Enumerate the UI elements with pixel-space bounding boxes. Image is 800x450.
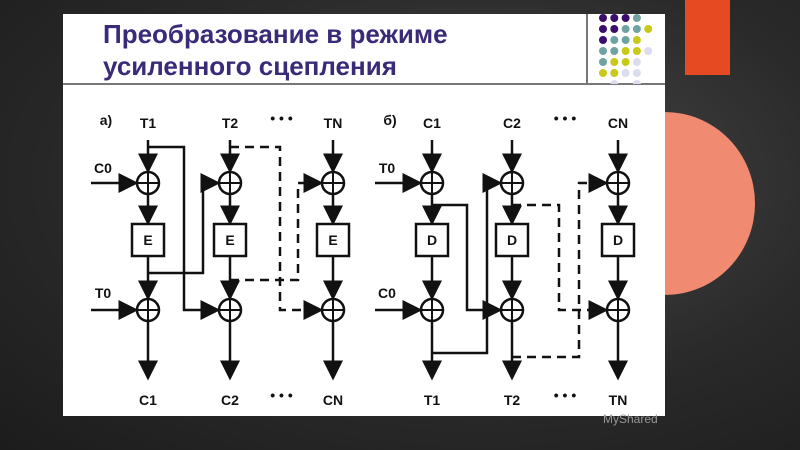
output-label: T2: [504, 392, 521, 408]
decor-dot: [632, 58, 641, 66]
xor-cross: [607, 172, 629, 194]
top-input-label: TN: [324, 115, 343, 131]
signal-line: [148, 145, 221, 320]
top-input-label: CN: [608, 115, 628, 131]
decor-dot: [599, 25, 607, 33]
decor-dot: [599, 69, 607, 77]
ellipsis: • • •: [554, 110, 577, 126]
xor-cross: [322, 172, 344, 194]
decor-dot: [599, 58, 607, 66]
ellipsis: • • •: [270, 387, 293, 403]
left-input-label: T0: [379, 160, 396, 176]
xor-cross: [501, 299, 523, 321]
decor-dot: [621, 47, 630, 55]
decor-dot: [621, 36, 630, 44]
decor-dot: [644, 25, 653, 33]
corner-divider: [586, 14, 588, 85]
decor-dot: [610, 58, 619, 66]
output-label: T1: [424, 392, 441, 408]
signal-line: [512, 173, 609, 359]
top-input-label: T1: [140, 115, 157, 131]
slide-title: Преобразование в режиме усиленного сцепл…: [103, 19, 448, 81]
cipher-block: [130, 222, 166, 258]
top-input-label: C2: [503, 115, 521, 131]
decor-dot: [621, 14, 630, 22]
decor-dot: [599, 36, 607, 44]
xor-cross: [322, 299, 344, 321]
slide: Преобразование в режиме усиленного сцепл…: [63, 14, 665, 426]
diagram-label: а): [100, 112, 112, 128]
decor-dot: [644, 47, 653, 55]
block-label: D: [507, 232, 517, 248]
signal-line: [148, 173, 221, 275]
xor-cross: [137, 299, 159, 321]
decor-dot: [632, 14, 641, 22]
decor-dot: [610, 69, 619, 77]
xor-cross: [137, 172, 159, 194]
output-label: C1: [139, 392, 157, 408]
decor-dot: [632, 47, 641, 55]
xor-cross: [501, 172, 523, 194]
xor-cross: [421, 172, 443, 194]
left-input-label: T0: [95, 285, 112, 301]
block-label: E: [143, 232, 152, 248]
block-label: E: [328, 232, 337, 248]
decor-dot: [632, 80, 641, 84]
top-input-label: C1: [423, 115, 441, 131]
myshared-watermark: MyShared: [603, 412, 658, 426]
block-label: D: [427, 232, 437, 248]
decor-dot: [632, 25, 641, 33]
xor-cross: [219, 172, 241, 194]
cipher-block: [600, 222, 636, 258]
decor-dot: [610, 36, 619, 44]
output-label: C2: [221, 392, 239, 408]
decor-dot: [621, 58, 630, 66]
decor-dot: [632, 36, 641, 44]
ellipsis: • • •: [554, 387, 577, 403]
decor-dot: [610, 47, 619, 55]
block-label: D: [613, 232, 623, 248]
decor-dot: [599, 47, 607, 55]
title-divider: [63, 83, 665, 85]
decor-dot: [610, 25, 619, 33]
xor-cross: [421, 299, 443, 321]
decor-dot: [621, 25, 630, 33]
signal-line: [432, 173, 503, 355]
signal-line: [230, 173, 324, 282]
xor-cross: [607, 299, 629, 321]
decor-dot: [610, 14, 619, 22]
signal-line: [432, 203, 503, 320]
dot-pattern-decoration: [599, 14, 653, 84]
decor-dot: [621, 69, 630, 77]
orange-accent-rect: [685, 0, 730, 75]
decor-dot: [632, 69, 641, 77]
top-input-label: T2: [222, 115, 239, 131]
block-label: E: [225, 232, 234, 248]
signal-line: [512, 203, 609, 320]
left-input-label: C0: [94, 160, 112, 176]
decor-dot: [610, 80, 619, 84]
decor-dot: [599, 14, 607, 22]
cipher-block: [414, 222, 450, 258]
left-input-label: C0: [378, 285, 396, 301]
output-label: TN: [609, 392, 628, 408]
output-label: CN: [323, 392, 343, 408]
signal-line: [230, 145, 324, 320]
diagram-label: б): [383, 112, 396, 128]
xor-cross: [219, 299, 241, 321]
ellipsis: • • •: [270, 110, 293, 126]
